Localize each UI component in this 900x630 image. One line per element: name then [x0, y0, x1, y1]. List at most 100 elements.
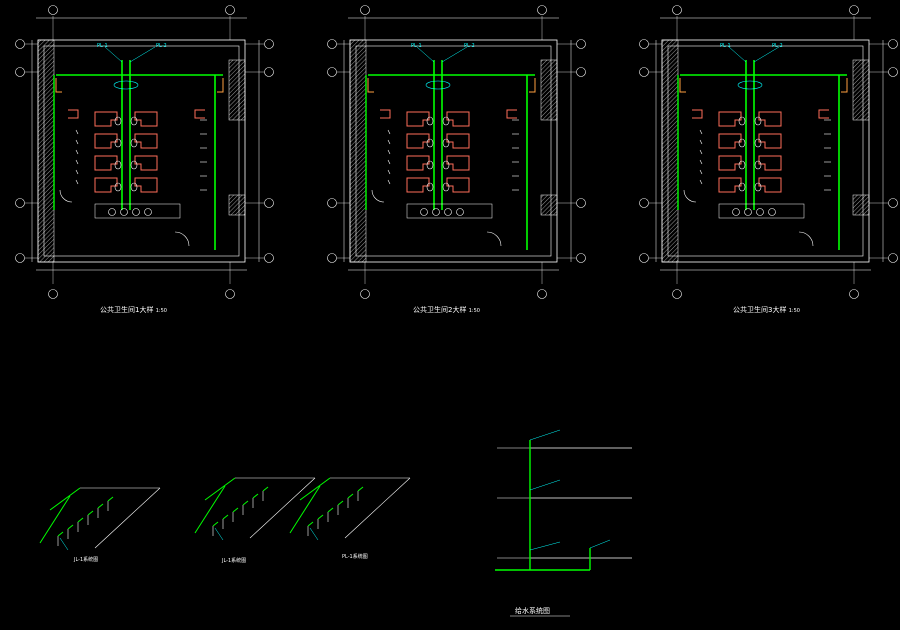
grid-axis-bubble: [264, 198, 274, 208]
grid-axis-bubble: [225, 5, 235, 15]
toilet-fixture: [738, 160, 746, 170]
wall-fixture: [841, 78, 848, 93]
basin-fixture: [444, 208, 452, 216]
plan-3-scale: 1:50: [788, 308, 800, 314]
iso-branch: [97, 503, 104, 509]
stall-partition-right: [134, 111, 158, 127]
iso-diagram-1: [39, 487, 161, 551]
grid-axis-bubble: [849, 5, 859, 15]
iso-diagram-2: [194, 477, 316, 541]
toilet-fixture: [426, 138, 434, 148]
grid-axis-bubble: [264, 39, 274, 49]
stall-partition-left: [94, 133, 118, 149]
toilet-fixture: [130, 116, 138, 126]
stall-partition-left: [94, 177, 118, 193]
pipe-ring: [737, 80, 763, 90]
toilet-fixture: [754, 138, 762, 148]
grid-axis-bubble: [48, 289, 58, 299]
plan-2-pipe-tag-2: PL-2: [464, 43, 475, 49]
riser-annotation-leader: [529, 479, 561, 491]
grid-axis-bubble: [888, 198, 898, 208]
floor-plan-1: [15, 5, 274, 299]
basin-fixture: [744, 208, 752, 216]
iso-branch: [242, 500, 249, 506]
iso-branch: [77, 517, 84, 523]
plan-2-pipe-tag-1: PL-1: [411, 43, 422, 49]
grid-axis-bubble: [639, 198, 649, 208]
stall-partition-right: [446, 155, 470, 171]
iso-annotation-leader: [309, 527, 319, 541]
iso-diag-line: [94, 487, 161, 549]
basin-counter: [718, 203, 805, 219]
plan-1-title-text: 公共卫生间1大样: [100, 306, 154, 314]
iso-2-title: JL-1系统图: [222, 558, 247, 564]
pipe-tag-leader: [129, 46, 156, 63]
grid-axis-bubble: [15, 198, 25, 208]
stall-partition-right: [758, 111, 782, 127]
riser-diagram-title: 给水系统图: [515, 607, 550, 615]
plan-3-pipe-tag-2: PL-2: [772, 43, 783, 49]
toilet-fixture: [130, 182, 138, 192]
basin-fixture: [732, 208, 740, 216]
stall-partition-left: [94, 111, 118, 127]
iso-pipe: [289, 485, 321, 534]
stall-partition-right: [758, 133, 782, 149]
door-swing: [371, 189, 385, 203]
dash-mark: [387, 139, 391, 145]
toilet-fixture: [114, 138, 122, 148]
iso-branch: [67, 524, 74, 530]
isometric-diagrams: [39, 477, 411, 551]
grid-axis-bubble: [888, 39, 898, 49]
toilet-fixture: [426, 116, 434, 126]
grid-axis-bubble: [672, 5, 682, 15]
grid-axis-bubble: [537, 289, 547, 299]
pipe-tag-leader: [728, 46, 747, 63]
stall-partition-left: [406, 111, 430, 127]
floor-plan-2: [327, 5, 586, 299]
plan-2-scale: 1:50: [468, 308, 480, 314]
dash-mark: [75, 159, 79, 165]
grid-axis-bubble: [576, 39, 586, 49]
iso-pipe: [194, 485, 226, 534]
wall-hatch-right-low: [852, 194, 870, 216]
grid-axis-bubble: [264, 253, 274, 263]
iso-diag-line: [249, 477, 316, 539]
pipe-tag-leader: [104, 46, 123, 63]
wall-hatch-left: [349, 39, 367, 263]
iso-pipe: [39, 495, 71, 544]
basin-counter: [406, 203, 493, 219]
stall-partition-left: [406, 133, 430, 149]
grid-axis-bubble: [576, 198, 586, 208]
toilet-fixture: [738, 182, 746, 192]
toilet-fixture: [754, 160, 762, 170]
basin-fixture: [144, 208, 152, 216]
iso-diagram-3: [289, 477, 411, 541]
grid-axis-bubble: [537, 5, 547, 15]
door-swing: [486, 231, 502, 247]
toilet-fixture: [442, 138, 450, 148]
iso-3-title: PL-1系统图: [342, 554, 368, 560]
floor-plan-3: [639, 5, 898, 299]
toilet-fixture: [442, 160, 450, 170]
wall-hatch-left: [661, 39, 679, 263]
wall-fixture: [679, 78, 686, 93]
plan-3-title: 公共卫生间3大样 1:50: [733, 307, 800, 314]
toilet-fixture: [426, 182, 434, 192]
stall-partition-right: [758, 177, 782, 193]
grid-axis-bubble: [888, 67, 898, 77]
sink-fixture: [68, 109, 79, 119]
basin-fixture: [756, 208, 764, 216]
dash-mark: [75, 139, 79, 145]
grid-axis-bubble: [327, 198, 337, 208]
stall-partition-left: [406, 177, 430, 193]
stall-partition-right: [446, 133, 470, 149]
iso-branch: [337, 500, 344, 506]
iso-annotation-leader: [214, 527, 224, 541]
iso-pipe: [49, 487, 81, 511]
riser-system: [495, 429, 632, 617]
plan-1-pipe-tag-2: PL-2: [156, 43, 167, 49]
toilet-fixture: [754, 182, 762, 192]
dash-mark: [699, 179, 703, 185]
grid-axis-bubble: [327, 67, 337, 77]
